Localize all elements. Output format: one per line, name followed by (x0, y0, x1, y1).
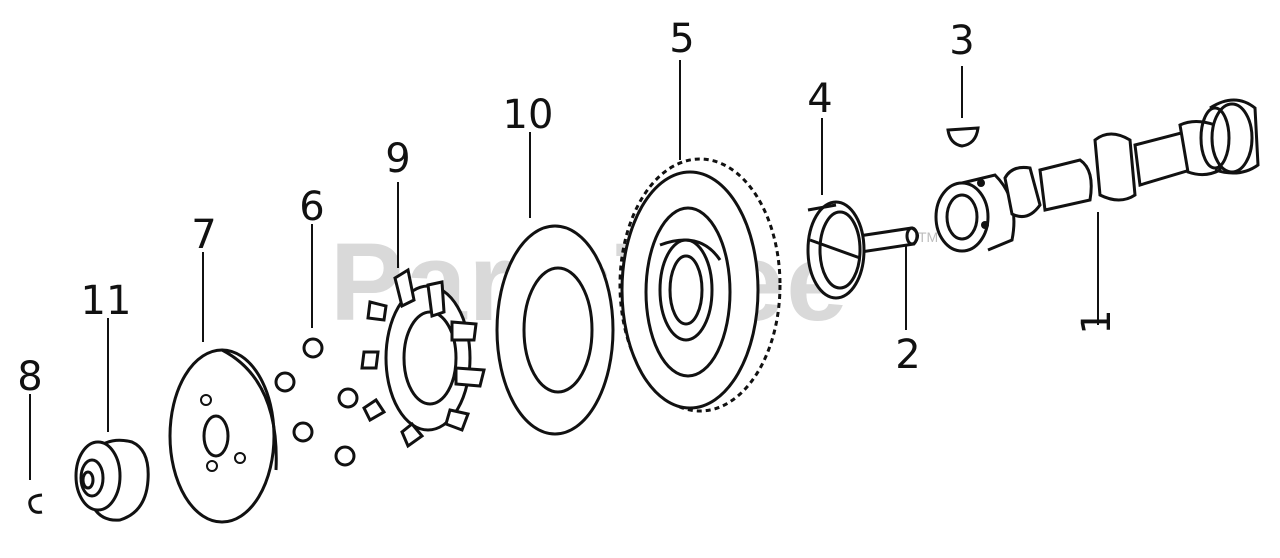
callout-7[interactable]: 7 (191, 212, 216, 258)
part-4-plate[interactable] (806, 200, 866, 300)
part-6-balls[interactable] (274, 337, 359, 467)
callout-3[interactable]: 3 (949, 18, 974, 64)
watermark-trademark: TM (918, 229, 938, 245)
callout-8[interactable]: 8 (17, 354, 42, 400)
callout-6[interactable]: 6 (299, 184, 324, 230)
part-11-hub[interactable] (74, 438, 150, 522)
callout-10[interactable]: 10 (503, 92, 554, 138)
callout-1[interactable]: 1 (1074, 309, 1120, 334)
callout-9[interactable]: 9 (385, 136, 410, 182)
part-9-retainer[interactable] (360, 267, 486, 449)
callout-2[interactable]: 2 (895, 332, 920, 378)
part-1-camshaft[interactable] (934, 98, 1260, 253)
callouts: 1 2 3 4 5 6 7 8 9 10 11 (17, 16, 1120, 400)
part-5-gear[interactable] (618, 157, 782, 413)
callout-11[interactable]: 11 (81, 278, 132, 324)
callout-4[interactable]: 4 (807, 76, 832, 122)
part-10-washer[interactable] (495, 224, 615, 436)
callout-5[interactable]: 5 (669, 16, 694, 62)
part-3-key[interactable] (946, 126, 980, 148)
part-8-clip[interactable] (28, 493, 43, 514)
part-7-disc[interactable] (168, 348, 278, 524)
leader-lines (29, 60, 1099, 480)
